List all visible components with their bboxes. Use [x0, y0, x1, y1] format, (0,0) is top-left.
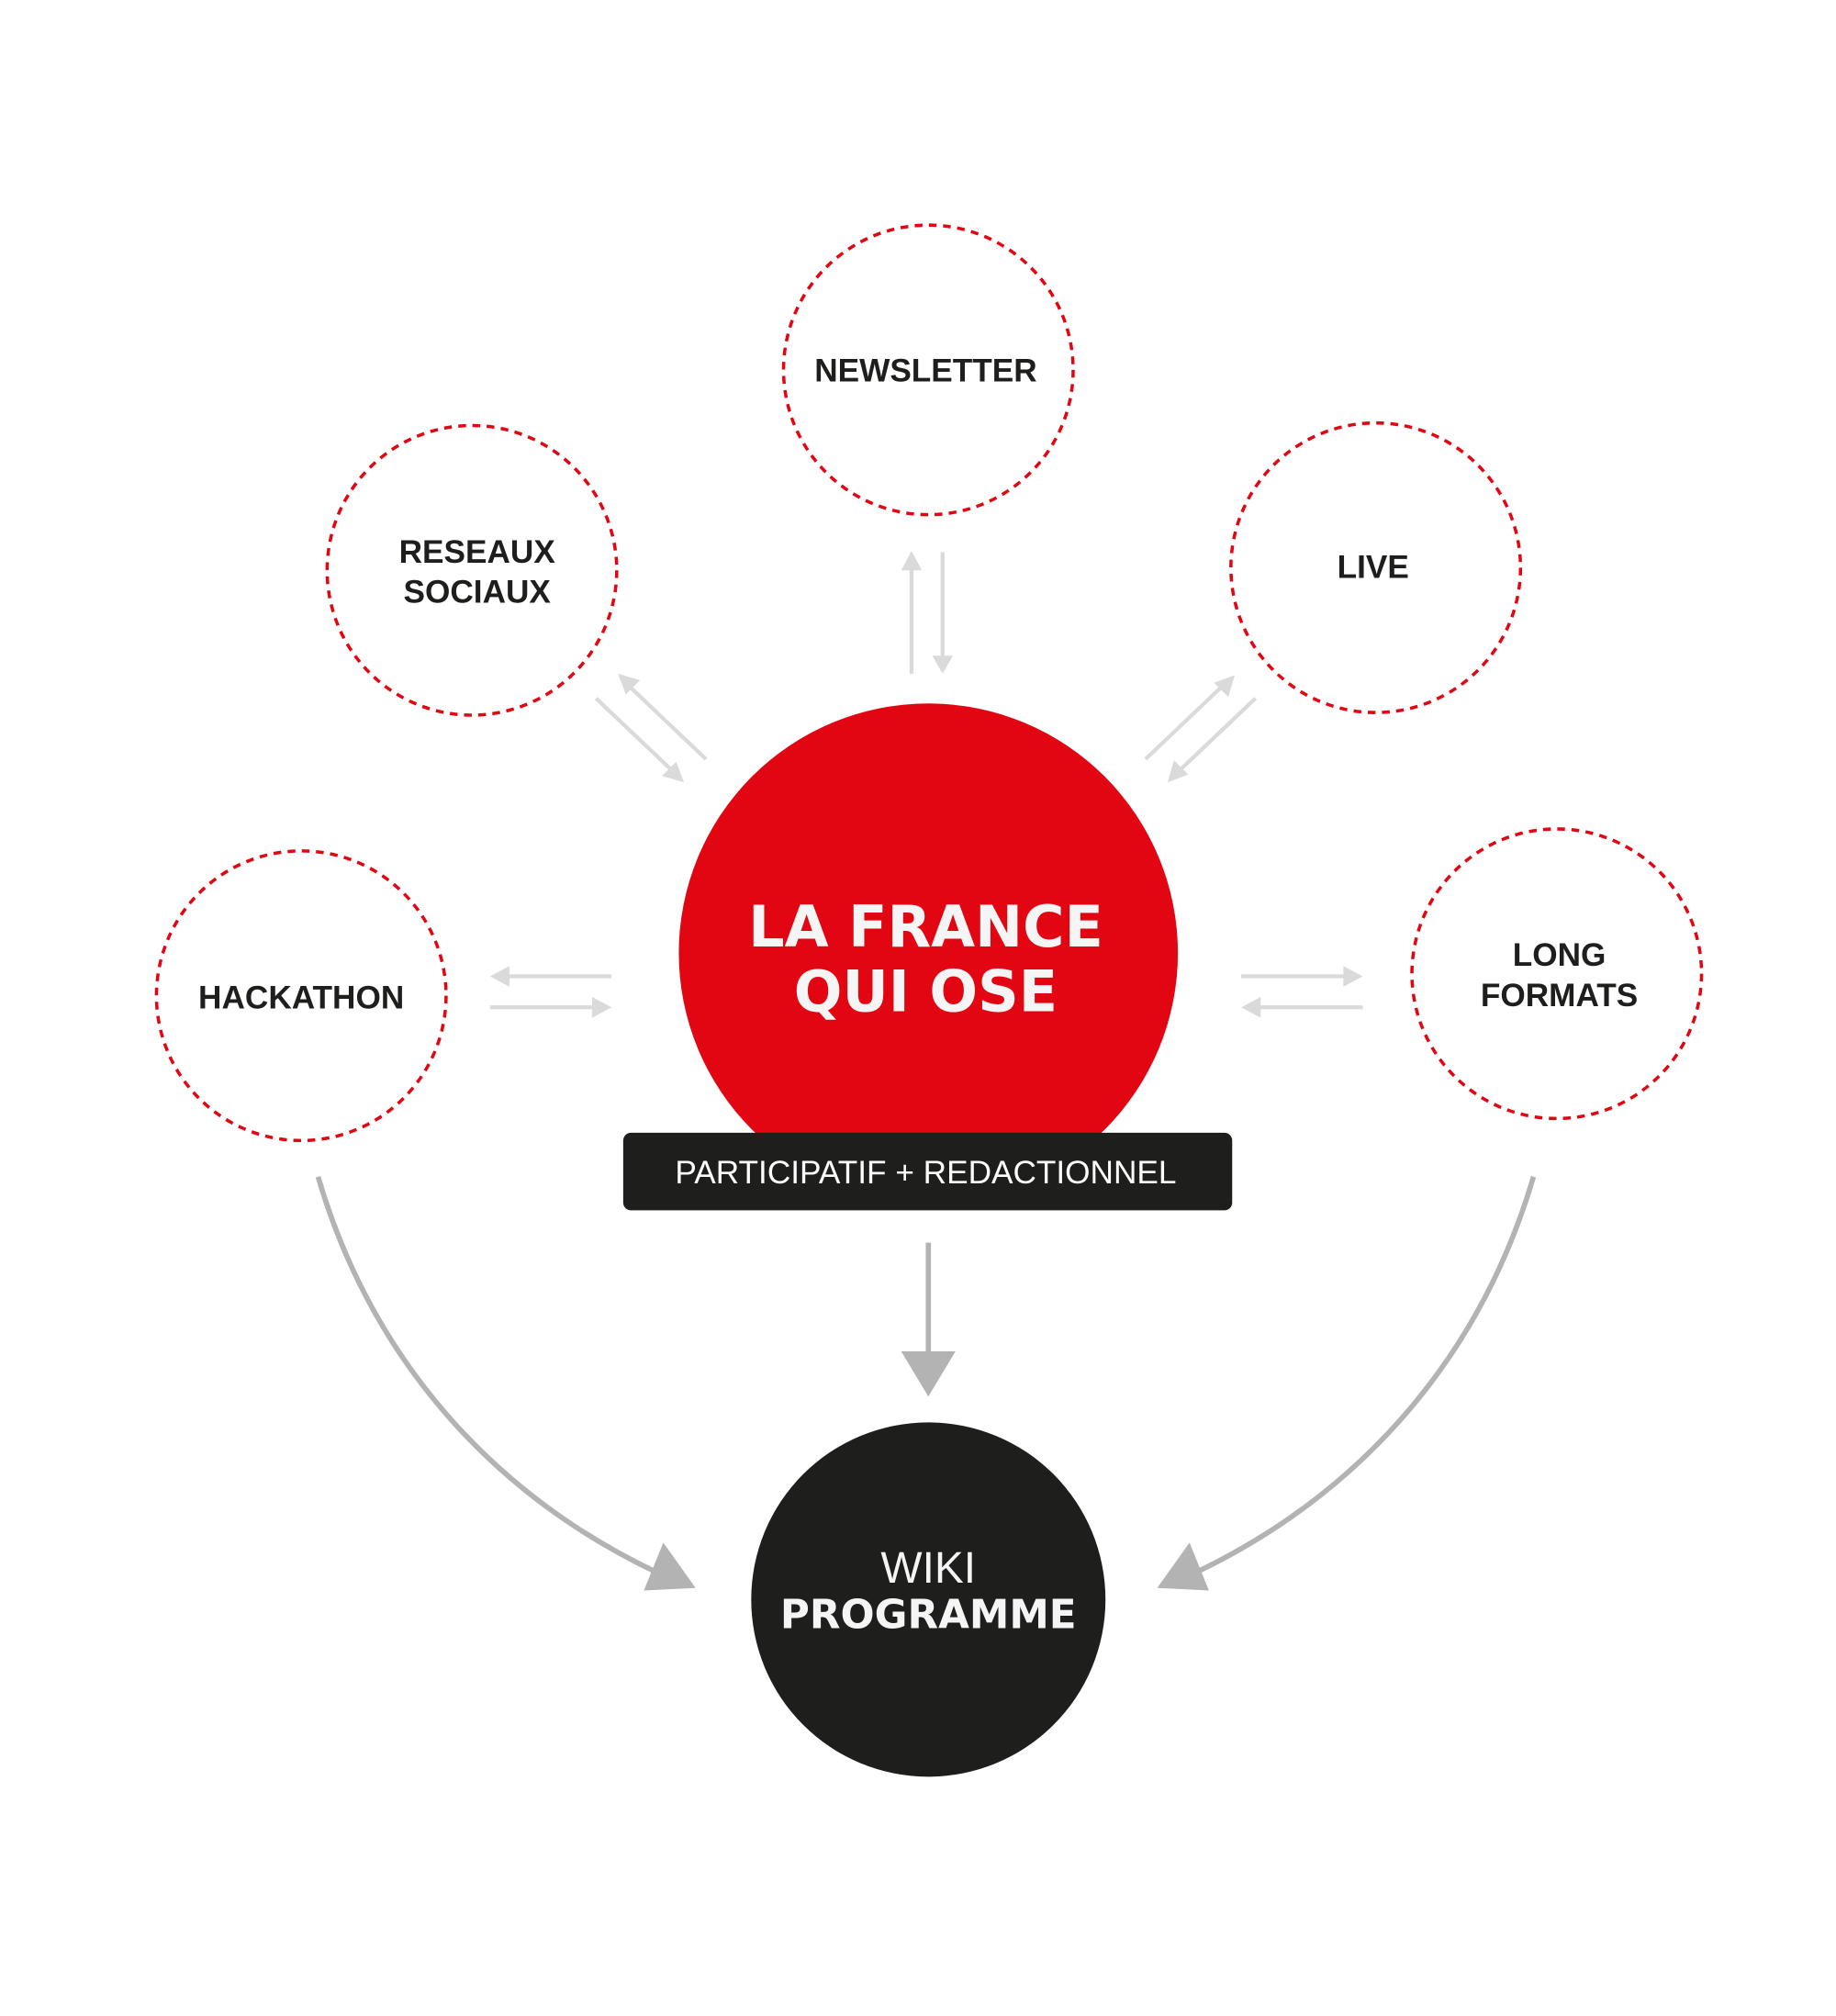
programme-label: PROGRAMME: [780, 1591, 1077, 1638]
node-live-label: LIVE: [1338, 550, 1409, 586]
node-reseaux-label-2: SOCIAUX: [404, 574, 552, 610]
arrow-to-wiki: [901, 1242, 956, 1397]
arrows-hackathon: [489, 966, 612, 1018]
curved-arrow-left: [315, 1176, 696, 1591]
center-title-2: QUI OSE: [794, 958, 1058, 1025]
node-live: LIVE: [1229, 420, 1523, 714]
node-long-formats-label-1: LONG: [1513, 937, 1606, 973]
wiki-programme-node: WIKI PROGRAMME: [751, 1422, 1106, 1777]
node-hackathon-label: HACKATHON: [198, 980, 404, 1016]
node-hackathon: HACKATHON: [154, 849, 448, 1143]
banner-label: PARTICIPATIF + REDACTIONNEL: [675, 1155, 1176, 1191]
node-newsletter-label: NEWSLETTER: [814, 353, 1037, 389]
banner: PARTICIPATIF + REDACTIONNEL: [622, 1132, 1233, 1211]
arrows-reseaux: [594, 673, 708, 783]
node-long-formats-label-2: FORMATS: [1481, 978, 1638, 1014]
node-reseaux-label-1: RESEAUX: [399, 534, 556, 570]
curved-arrow-right: [1157, 1176, 1537, 1591]
node-long-formats: LONG FORMATS: [1410, 827, 1704, 1121]
arrows-newsletter: [901, 551, 954, 674]
center-title-1: LA FRANCE: [748, 893, 1103, 960]
arrows-live: [1144, 675, 1258, 783]
node-reseaux-sociaux: RESEAUX SOCIAUX: [325, 423, 619, 717]
arrows-long-formats: [1241, 966, 1363, 1018]
wiki-label: WIKI: [880, 1544, 976, 1593]
node-newsletter: NEWSLETTER: [781, 223, 1075, 517]
center-node: LA FRANCE QUI OSE: [678, 703, 1179, 1203]
